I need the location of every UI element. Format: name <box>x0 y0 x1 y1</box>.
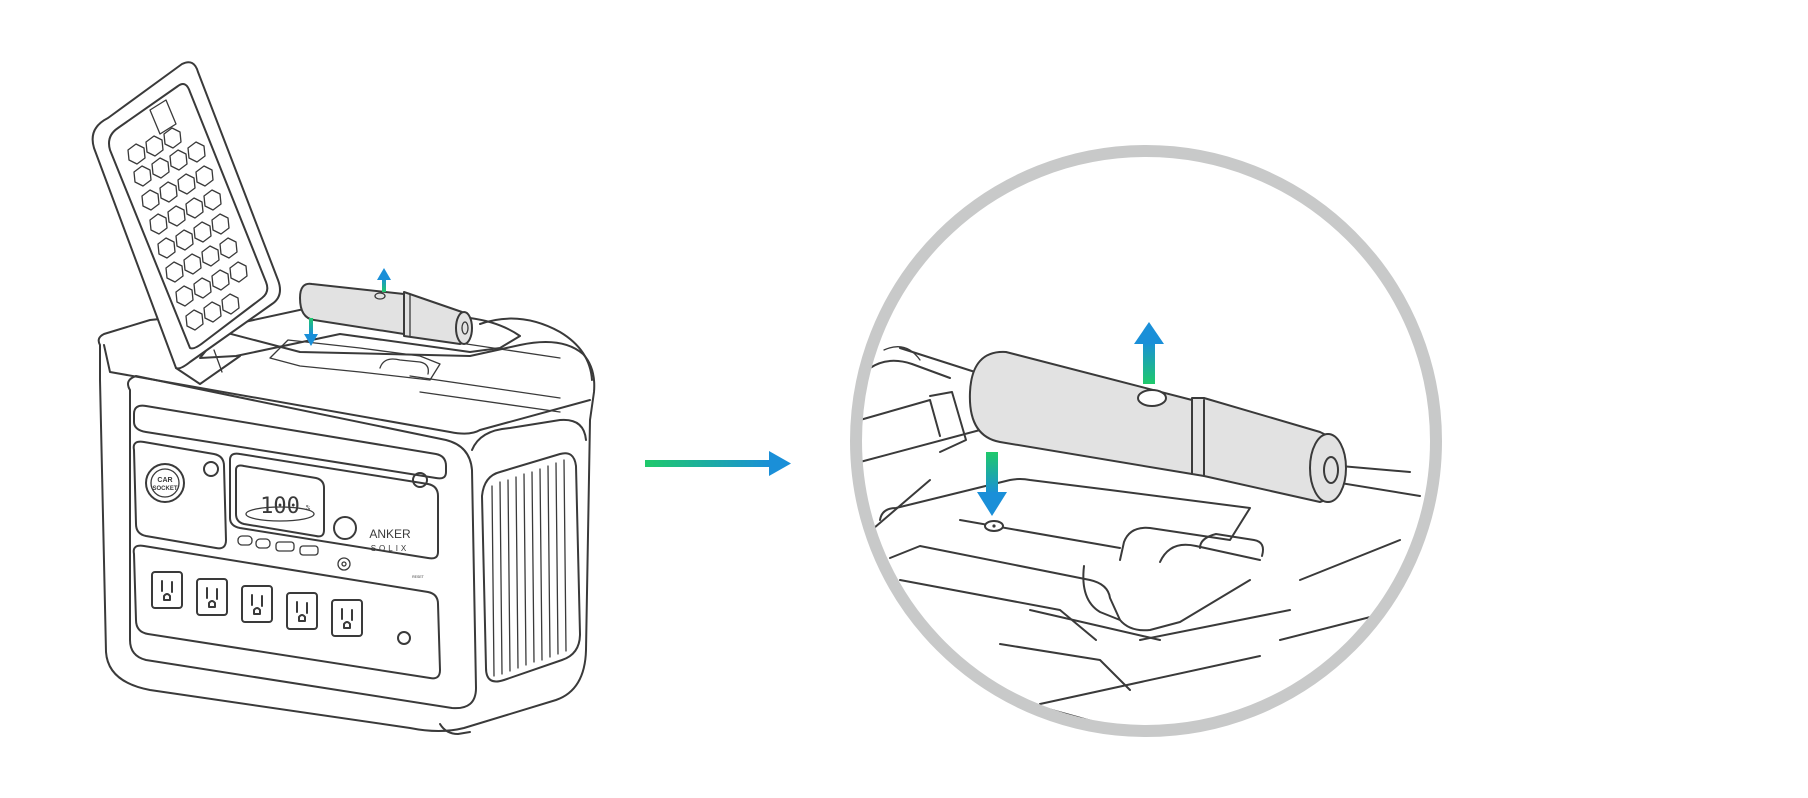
arrow-up-icon <box>1134 322 1164 384</box>
car-socket-label-line1: CAR <box>157 477 172 484</box>
arrow-right-icon <box>645 451 791 476</box>
open-lid <box>91 61 281 385</box>
brand-name: ANKER <box>369 527 411 541</box>
magnified-detail <box>850 145 1442 737</box>
arrow-up-icon <box>377 268 391 292</box>
lcd-screen <box>235 464 325 538</box>
arrow-down-icon <box>304 318 318 346</box>
car-socket-label-line2: SOCKET <box>152 486 177 492</box>
power-station: CAR SOCKET 100 % ANKER SOLIX RESET <box>91 61 596 735</box>
magnifier-ring <box>850 145 1442 737</box>
brand-subname: SOLIX <box>371 544 410 553</box>
battery-unit: % <box>306 504 311 512</box>
side-vent <box>481 452 581 683</box>
ac-outlets <box>151 571 363 637</box>
power-button <box>333 516 357 540</box>
arrow-down-icon <box>977 452 1007 516</box>
reset-label: RESET <box>412 575 425 579</box>
cylinder-accessory-detail <box>968 350 1347 503</box>
cylinder-accessory <box>299 282 473 345</box>
